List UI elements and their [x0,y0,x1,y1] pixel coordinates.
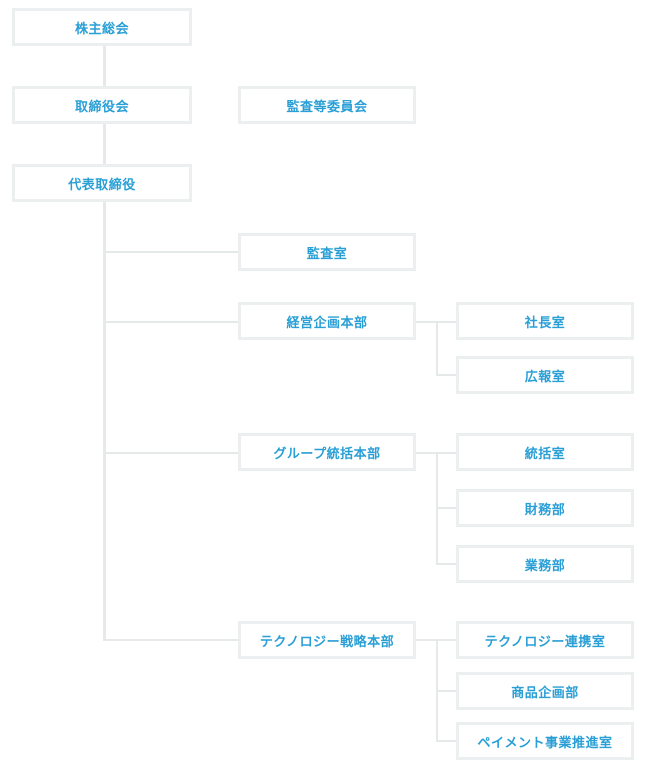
board-of-directors-box: 取締役会 [12,86,192,124]
general-office-box: 統括室 [456,433,634,471]
finance-dept-label: 財務部 [524,502,566,518]
audit-committee-box: 監査等委員会 [238,86,416,124]
general-office-label: 統括室 [524,446,566,462]
tech-partnership-office-box: テクノロジー連携室 [456,621,634,659]
connector-line [103,45,106,87]
connector-line [103,201,106,641]
operations-dept-box: 業務部 [456,545,634,583]
board-of-directors-label: 取締役会 [74,99,129,115]
corporate-planning-label: 経営企画本部 [286,315,368,331]
product-planning-dept-box: 商品企画部 [456,672,634,710]
group-management-label: グループ統括本部 [273,446,381,462]
connector-line [436,690,458,692]
audit-office-label: 監査室 [306,246,348,262]
group-management-box: グループ統括本部 [238,433,416,471]
pr-office-label: 広報室 [524,369,566,385]
connector-line [436,507,458,509]
representative-director-label: 代表取締役 [68,177,136,193]
tech-partnership-office-label: テクノロジー連携室 [484,634,606,650]
finance-dept-box: 財務部 [456,489,634,527]
payment-business-office-label: ペイメント事業推進室 [477,735,613,751]
corporate-planning-box: 経営企画本部 [238,302,416,340]
connector-line [436,740,458,742]
representative-director-box: 代表取締役 [12,164,192,202]
technology-strategy-label: テクノロジー戦略本部 [259,634,395,650]
connector-line [436,563,458,565]
connector-line [436,374,458,376]
connector-line [436,321,438,376]
product-planning-dept-label: 商品企画部 [511,685,579,701]
connector-line [105,452,240,454]
presidents-office-label: 社長室 [524,315,566,331]
audit-committee-label: 監査等委員会 [286,99,368,115]
shareholders-meeting-label: 株主総会 [74,21,129,37]
audit-office-box: 監査室 [238,233,416,271]
connector-line [105,251,240,253]
connector-line [105,639,240,641]
pr-office-box: 広報室 [456,356,634,394]
shareholders-meeting-box: 株主総会 [12,8,192,46]
connector-line [103,122,106,167]
connector-line [105,321,240,323]
presidents-office-box: 社長室 [456,302,634,340]
operations-dept-label: 業務部 [524,558,566,574]
technology-strategy-box: テクノロジー戦略本部 [238,621,416,659]
payment-business-office-box: ペイメント事業推進室 [456,722,634,760]
